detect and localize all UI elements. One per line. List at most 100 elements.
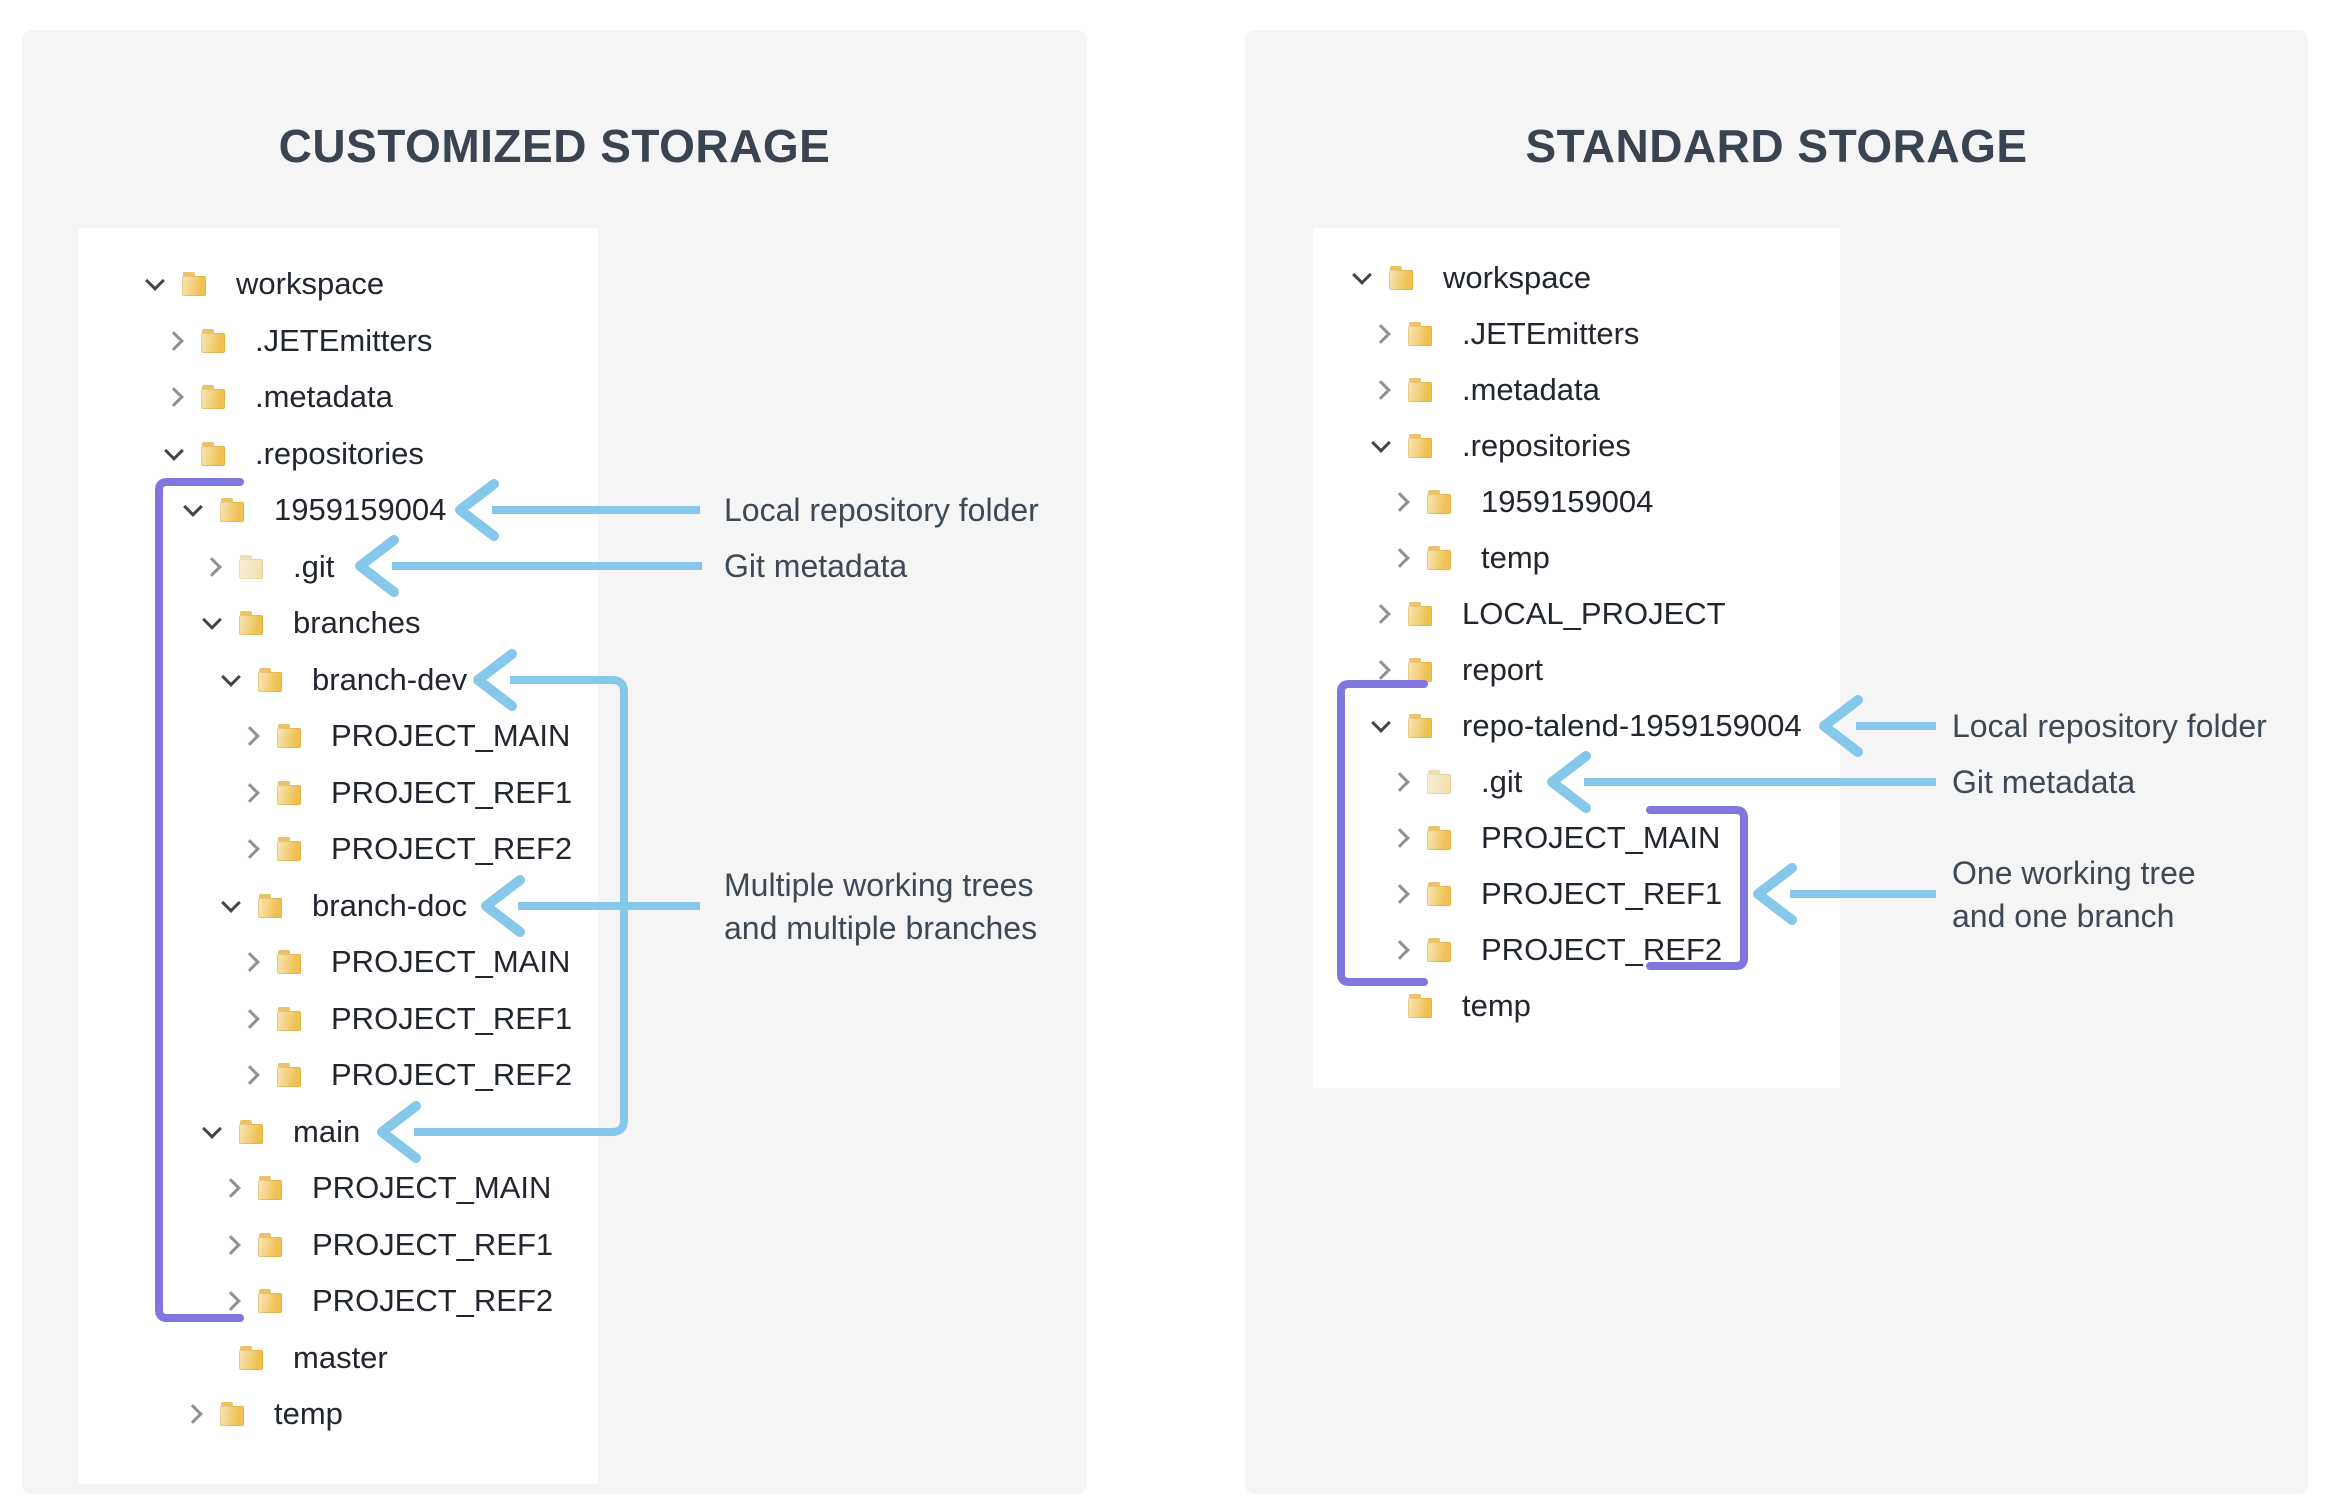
tree-item-label: PROJECT_REF1 bbox=[331, 774, 573, 810]
tree-item--jetemitters[interactable]: .JETEmitters bbox=[1313, 306, 1840, 362]
chevron-right-icon[interactable] bbox=[163, 386, 185, 408]
tree-item-project-ref1[interactable]: PROJECT_REF1 bbox=[1313, 866, 1840, 922]
tree-item-label: 1959159004 bbox=[274, 492, 447, 528]
folder-icon bbox=[1408, 378, 1434, 402]
tree-item-project-main[interactable]: PROJECT_MAIN bbox=[78, 934, 598, 991]
folder-icon bbox=[1427, 882, 1453, 906]
tree-item-1959159004[interactable]: 1959159004 bbox=[1313, 474, 1840, 530]
tree-item-label: .JETEmitters bbox=[255, 322, 433, 358]
tree-item-project-ref2[interactable]: PROJECT_REF2 bbox=[78, 821, 598, 878]
folder-icon bbox=[239, 1119, 265, 1144]
tree-item--repositories[interactable]: .repositories bbox=[1313, 418, 1840, 474]
folder-icon bbox=[1408, 602, 1434, 626]
tree-item-label: branches bbox=[293, 605, 421, 641]
chevron-right-icon[interactable] bbox=[239, 725, 261, 747]
tree-item-label: PROJECT_REF1 bbox=[1481, 876, 1723, 911]
standard-storage-card: STANDARD STORAGE workspace .JETEmitters … bbox=[1245, 30, 2308, 1494]
chevron-right-icon[interactable] bbox=[1389, 939, 1411, 961]
folder-icon bbox=[182, 272, 208, 297]
file-tree-standard: workspace .JETEmitters .metadata .reposi… bbox=[1313, 228, 1840, 1088]
chevron-down-icon[interactable] bbox=[182, 499, 204, 521]
chevron-right-icon[interactable] bbox=[220, 1177, 242, 1199]
chevron-right-icon[interactable] bbox=[239, 951, 261, 973]
tree-item-project-ref1[interactable]: PROJECT_REF1 bbox=[78, 765, 598, 822]
tree-item-label: .repositories bbox=[255, 435, 424, 471]
tree-item-temp[interactable]: temp bbox=[1313, 978, 1840, 1034]
tree-item-project-ref2[interactable]: PROJECT_REF2 bbox=[1313, 922, 1840, 978]
tree-item-temp[interactable]: temp bbox=[1313, 530, 1840, 586]
chevron-right-icon[interactable] bbox=[1389, 827, 1411, 849]
tree-item-temp[interactable]: temp bbox=[78, 1386, 598, 1443]
tree-item-label: main bbox=[293, 1113, 361, 1149]
tree-item--git[interactable]: .git bbox=[78, 539, 598, 596]
chevron-down-icon[interactable] bbox=[201, 612, 223, 634]
chevron-right-icon[interactable] bbox=[182, 1403, 204, 1425]
tree-item-project-ref1[interactable]: PROJECT_REF1 bbox=[78, 1217, 598, 1274]
chevron-down-icon[interactable] bbox=[201, 1121, 223, 1143]
tree-item-main[interactable]: main bbox=[78, 1104, 598, 1161]
tree-item-report[interactable]: report bbox=[1313, 642, 1840, 698]
chevron-right-icon[interactable] bbox=[239, 1064, 261, 1086]
tree-item--metadata[interactable]: .metadata bbox=[78, 369, 598, 426]
tree-item-label: .git bbox=[1481, 764, 1523, 799]
tree-item-branches[interactable]: branches bbox=[78, 595, 598, 652]
tree-item--repositories[interactable]: .repositories bbox=[78, 426, 598, 483]
tree-item--git[interactable]: .git bbox=[1313, 754, 1840, 810]
chevron-right-icon[interactable] bbox=[239, 782, 261, 804]
annotation-line: One working tree bbox=[1952, 855, 2196, 891]
folder-icon bbox=[220, 1402, 246, 1427]
chevron-down-icon[interactable] bbox=[220, 669, 242, 691]
tree-item-label: PROJECT_REF2 bbox=[1481, 932, 1723, 967]
tree-item-local-project[interactable]: LOCAL_PROJECT bbox=[1313, 586, 1840, 642]
tree-item-label: PROJECT_MAIN bbox=[331, 718, 571, 754]
chevron-down-icon[interactable] bbox=[163, 443, 185, 465]
chevron-right-icon[interactable] bbox=[1370, 603, 1392, 625]
chevron-placeholder bbox=[1370, 995, 1392, 1017]
folder-icon bbox=[201, 441, 227, 466]
chevron-right-icon[interactable] bbox=[1370, 659, 1392, 681]
tree-item--jetemitters[interactable]: .JETEmitters bbox=[78, 313, 598, 370]
chevron-right-icon[interactable] bbox=[239, 1008, 261, 1030]
tree-item--metadata[interactable]: .metadata bbox=[1313, 362, 1840, 418]
tree-item-master[interactable]: master bbox=[78, 1330, 598, 1387]
chevron-down-icon[interactable] bbox=[1351, 267, 1373, 289]
chevron-right-icon[interactable] bbox=[1389, 491, 1411, 513]
tree-item-project-main[interactable]: PROJECT_MAIN bbox=[78, 708, 598, 765]
tree-item-project-ref2[interactable]: PROJECT_REF2 bbox=[78, 1047, 598, 1104]
annotation-line: Multiple working trees bbox=[724, 867, 1034, 903]
tree-item-workspace[interactable]: workspace bbox=[1313, 250, 1840, 306]
chevron-right-icon[interactable] bbox=[1389, 547, 1411, 569]
tree-item-label: workspace bbox=[1443, 260, 1592, 295]
tree-item-label: temp bbox=[1462, 988, 1531, 1023]
tree-item-label: .JETEmitters bbox=[1462, 316, 1640, 351]
tree-item-branch-dev[interactable]: branch-dev bbox=[78, 652, 598, 709]
tree-item-project-ref2[interactable]: PROJECT_REF2 bbox=[78, 1273, 598, 1330]
tree-item-project-ref1[interactable]: PROJECT_REF1 bbox=[78, 991, 598, 1048]
folder-icon bbox=[258, 1232, 284, 1257]
chevron-right-icon[interactable] bbox=[239, 838, 261, 860]
tree-item-1959159004[interactable]: 1959159004 bbox=[78, 482, 598, 539]
tree-item-repo-talend-1959159004[interactable]: repo-talend-1959159004 bbox=[1313, 698, 1840, 754]
tree-item-branch-doc[interactable]: branch-doc bbox=[78, 878, 598, 935]
tree-item-project-main[interactable]: PROJECT_MAIN bbox=[78, 1160, 598, 1217]
chevron-right-icon[interactable] bbox=[220, 1234, 242, 1256]
chevron-right-icon[interactable] bbox=[163, 330, 185, 352]
tree-item-project-main[interactable]: PROJECT_MAIN bbox=[1313, 810, 1840, 866]
chevron-right-icon[interactable] bbox=[201, 556, 223, 578]
folder-icon bbox=[258, 1176, 284, 1201]
chevron-down-icon[interactable] bbox=[220, 895, 242, 917]
chevron-right-icon[interactable] bbox=[1370, 379, 1392, 401]
chevron-right-icon[interactable] bbox=[1370, 323, 1392, 345]
chevron-down-icon[interactable] bbox=[1370, 715, 1392, 737]
folder-icon bbox=[258, 667, 284, 692]
tree-item-label: .metadata bbox=[255, 379, 393, 415]
tree-item-label: repo-talend-1959159004 bbox=[1462, 708, 1802, 743]
chevron-right-icon[interactable] bbox=[220, 1290, 242, 1312]
folder-icon bbox=[201, 328, 227, 353]
chevron-right-icon[interactable] bbox=[1389, 883, 1411, 905]
chevron-right-icon[interactable] bbox=[1389, 771, 1411, 793]
chevron-down-icon[interactable] bbox=[144, 273, 166, 295]
chevron-down-icon[interactable] bbox=[1370, 435, 1392, 457]
tree-item-workspace[interactable]: workspace bbox=[78, 256, 598, 313]
